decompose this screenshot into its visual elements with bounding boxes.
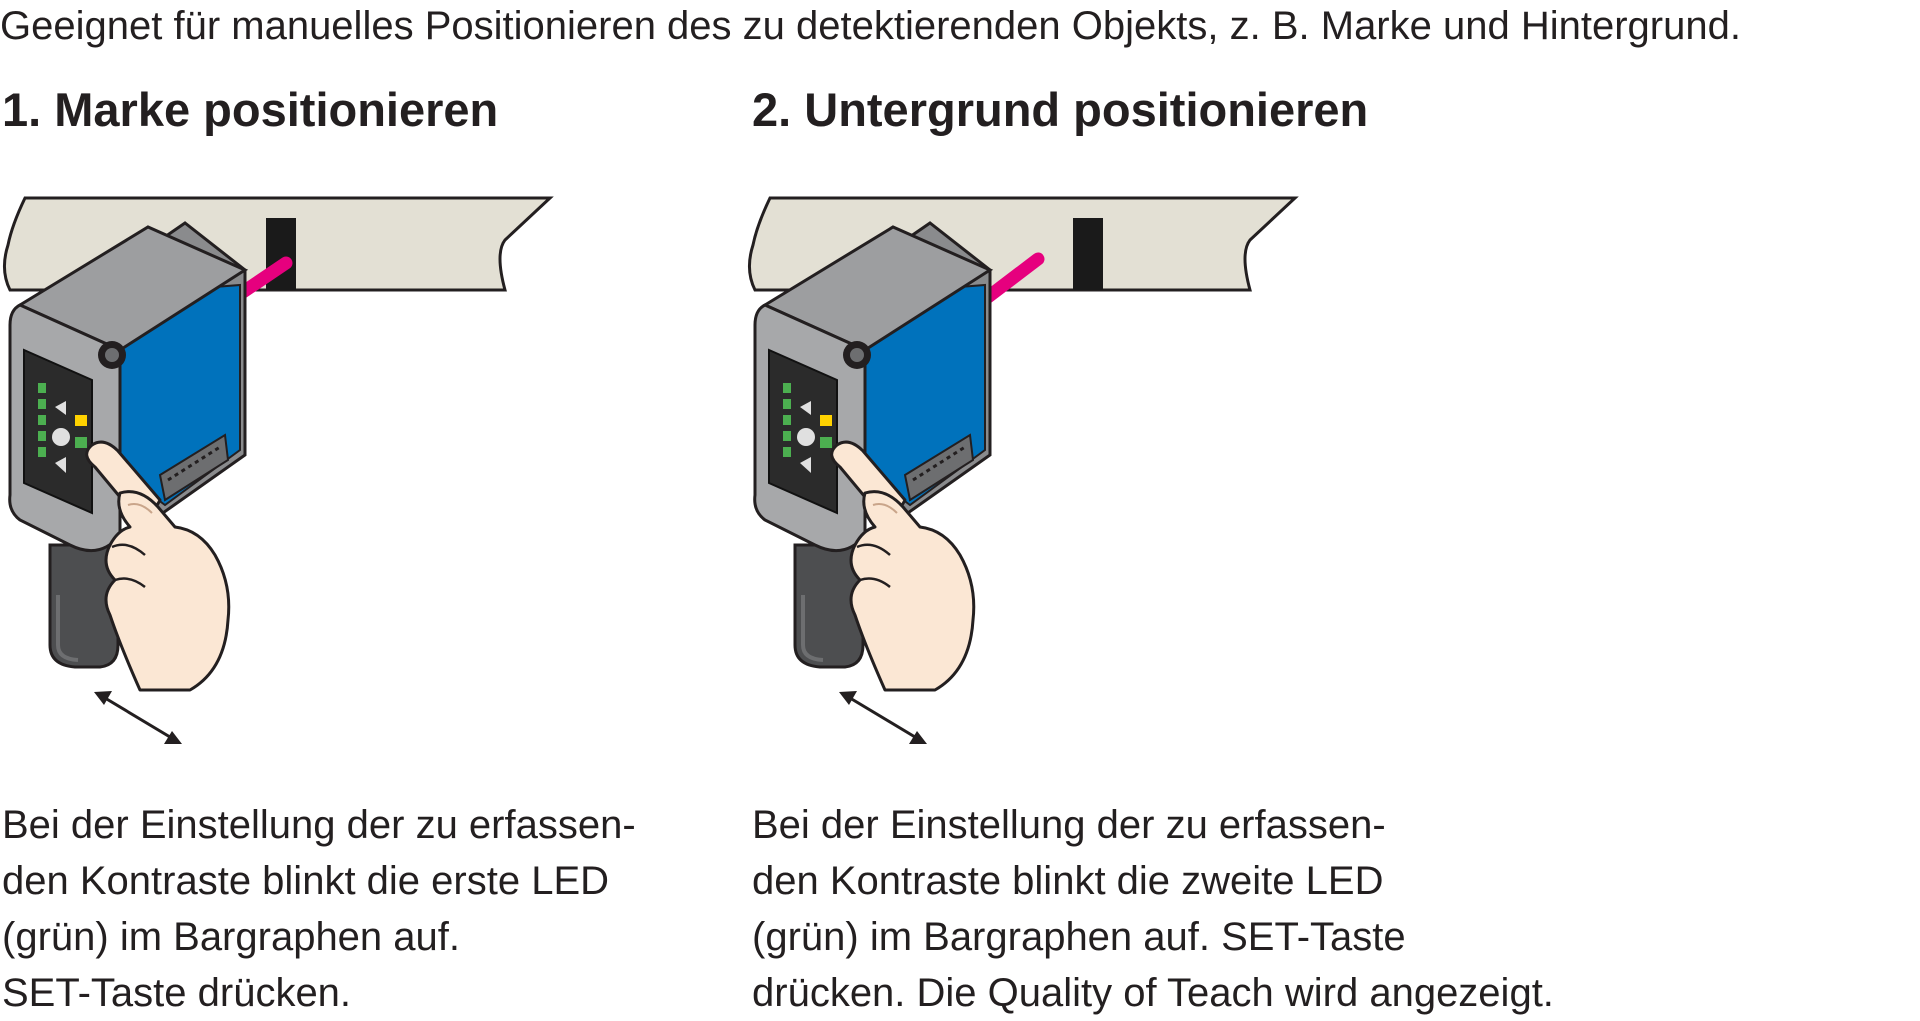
step-1-heading: 1. Marke positionieren (2, 83, 499, 136)
step-1-illustration (0, 175, 580, 755)
step-1-description: Bei der Einstellung der zu erfassen- den… (2, 797, 636, 1021)
description-line: SET-Taste drücken. (2, 971, 352, 1015)
step-2-description: Bei der Einstellung der zu erfassen- den… (752, 797, 1554, 1021)
description-line: den Kontraste blinkt die erste LED (2, 859, 610, 903)
double-arrow-icon (839, 691, 927, 744)
double-arrow-icon (94, 691, 182, 744)
intro-text: Geeignet für manuelles Positionieren des… (0, 4, 1741, 48)
description-line: den Kontraste blinkt die zweite LED (752, 859, 1384, 903)
contrast-mark (1073, 218, 1103, 290)
step-2-illustration (745, 175, 1325, 755)
description-line: drücken. Die Quality of Teach wird angez… (752, 971, 1554, 1015)
step-2-heading: 2. Untergrund positionieren (752, 83, 1369, 136)
description-line: (grün) im Bargraphen auf. (2, 915, 461, 959)
description-line: (grün) im Bargraphen auf. SET-Taste (752, 915, 1406, 959)
description-line: Bei der Einstellung der zu erfassen- (2, 803, 636, 847)
description-line: Bei der Einstellung der zu erfassen- (752, 803, 1386, 847)
